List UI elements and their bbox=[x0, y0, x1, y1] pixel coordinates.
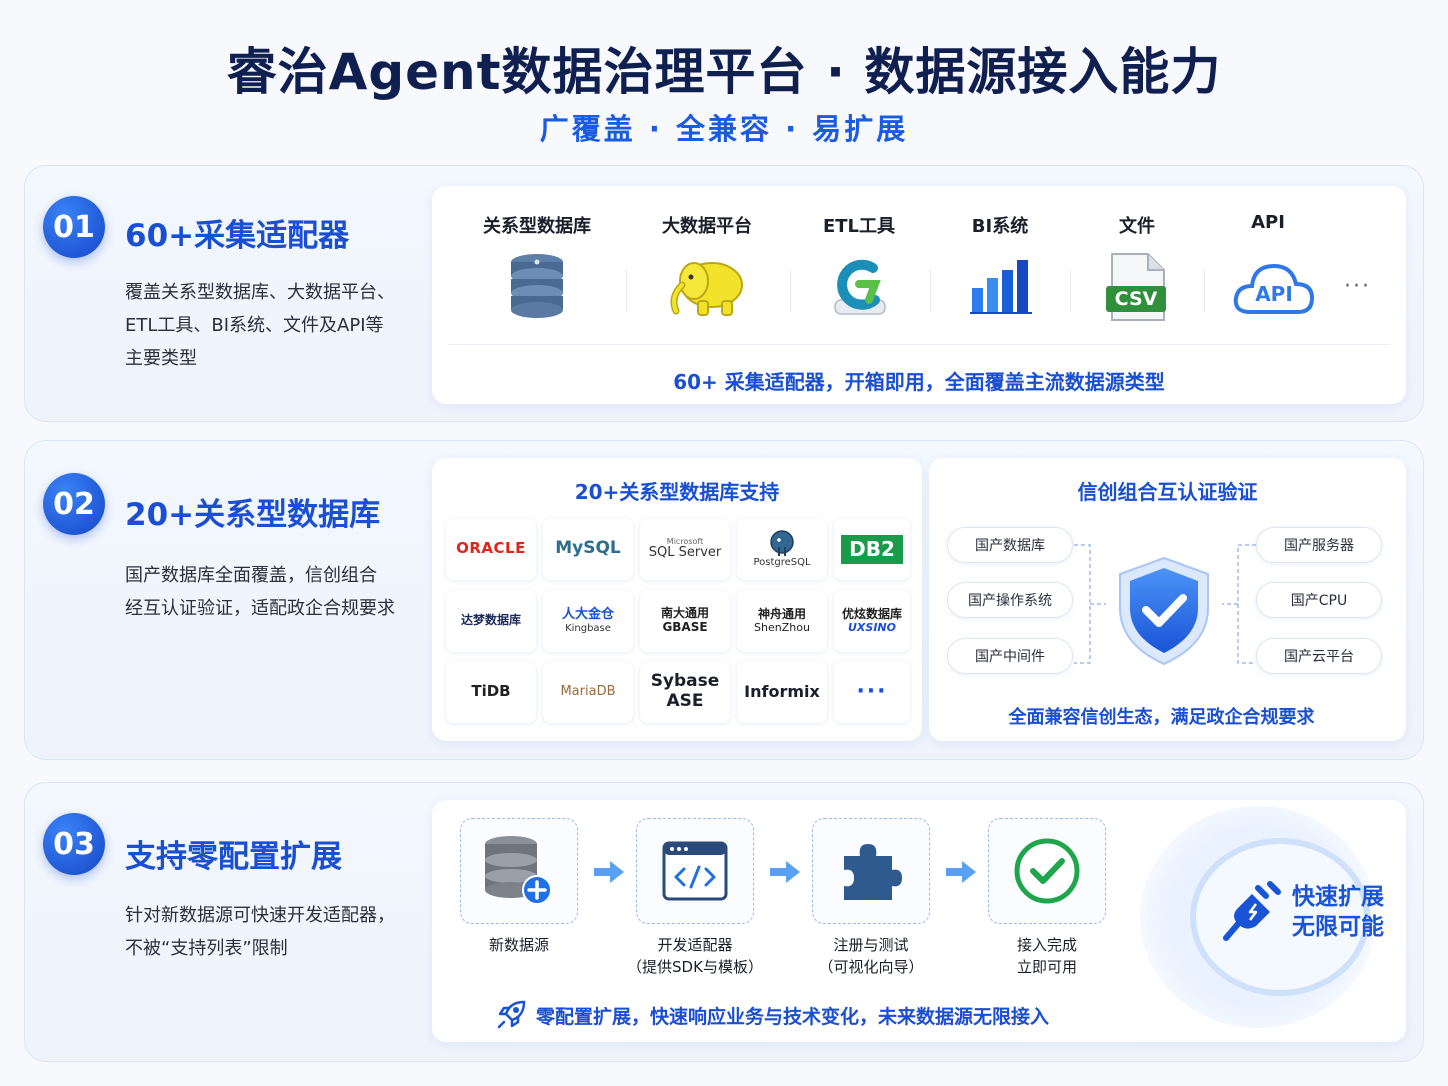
step-label: 新数据源 bbox=[488, 936, 549, 954]
category-label-rdb: 关系型数据库 bbox=[483, 216, 591, 237]
etl-icon bbox=[834, 259, 886, 315]
quick-extension-ring bbox=[1190, 838, 1370, 996]
step-new-datasource bbox=[460, 818, 578, 924]
elephant-icon bbox=[770, 530, 794, 557]
gbase-logo: 南大通用 GBASE bbox=[640, 590, 730, 652]
bar-chart-icon bbox=[970, 260, 1032, 314]
connector-lines bbox=[1074, 544, 1256, 664]
divider bbox=[790, 270, 791, 312]
plug-icon bbox=[1223, 881, 1281, 941]
pill-domestic-os: 国产操作系统 bbox=[947, 582, 1073, 618]
divider bbox=[930, 270, 931, 312]
pill-domestic-server: 国产服务器 bbox=[1256, 527, 1382, 563]
arrow-right-icon bbox=[594, 861, 624, 883]
mysql-logo: MySQL bbox=[543, 518, 633, 580]
kingbase-logo: 人大金仓 Kingbase bbox=[543, 590, 633, 652]
step-develop-adapter bbox=[636, 818, 754, 924]
divider bbox=[1204, 270, 1205, 312]
more-databases-icon: ··· bbox=[834, 661, 910, 723]
category-label-etl: ETL工具 bbox=[822, 216, 896, 237]
divider bbox=[1070, 270, 1071, 312]
section-title: 20+关系型数据库 bbox=[125, 497, 381, 533]
postgresql-logo: PostgreSQL bbox=[737, 518, 827, 580]
sqlserver-logo: Microsoft SQL Server bbox=[640, 518, 730, 580]
section-title: 60+采集适配器 bbox=[125, 218, 350, 254]
step-label: 注册与测试 （可视化向导） bbox=[818, 936, 924, 976]
rocket-icon bbox=[497, 1000, 526, 1029]
step-label: 接入完成 立即可用 bbox=[1016, 936, 1077, 976]
hadoop-elephant-icon bbox=[670, 262, 743, 316]
section-description: 针对新数据源可快速开发适配器， 不被“支持列表”限制 bbox=[125, 905, 395, 959]
step-label: 开发适配器 （提供SDK与模板） bbox=[627, 936, 763, 976]
pill-domestic-cpu: 国产CPU bbox=[1256, 582, 1382, 618]
csv-label: CSV bbox=[1114, 288, 1158, 310]
mariadb-logo: MariaDB bbox=[543, 661, 633, 723]
section-number-badge: 03 bbox=[43, 813, 105, 875]
check-circle-icon bbox=[1014, 838, 1080, 904]
section-description: 覆盖关系型数据库、大数据平台、 ETL工具、BI系统、文件及API等 主要类型 bbox=[125, 282, 395, 369]
divider bbox=[448, 344, 1390, 345]
category-label-bi: BI系统 bbox=[971, 216, 1029, 237]
pill-domestic-cloud: 国产云平台 bbox=[1256, 638, 1382, 674]
tidb-logo: TiDB bbox=[446, 661, 536, 723]
section-number-badge: 02 bbox=[43, 473, 105, 535]
uxsino-logo: 优炫数据库 UXSINO bbox=[834, 590, 910, 652]
dameng-logo: 达梦数据库 bbox=[446, 590, 536, 652]
step-access-complete bbox=[988, 818, 1106, 924]
arrow-right-icon bbox=[770, 861, 800, 883]
divider bbox=[626, 270, 627, 312]
extension-caption: 零配置扩展，快速响应业务与技术变化，未来数据源无限接入 bbox=[536, 1006, 1050, 1028]
api-cloud-icon bbox=[1233, 263, 1315, 314]
category-label-bigdata: 大数据平台 bbox=[662, 216, 752, 237]
csv-file-icon bbox=[1106, 253, 1166, 321]
puzzle-icon bbox=[844, 844, 902, 900]
pill-domestic-middleware: 国产中间件 bbox=[947, 638, 1073, 674]
page-subtitle: 广覆盖 · 全兼容 · 易扩展 bbox=[539, 112, 909, 146]
step-register-test bbox=[812, 818, 930, 924]
database-card-title: 20+关系型数据库支持 bbox=[574, 480, 780, 504]
db2-logo: DB2 bbox=[834, 518, 910, 580]
informix-logo: Informix bbox=[737, 661, 827, 723]
sybase-logo: Sybase ASE bbox=[640, 661, 730, 723]
api-label: API bbox=[1255, 282, 1293, 306]
section-description: 国产数据库全面覆盖，信创组合 经互认证验证，适配政企合规要求 bbox=[125, 565, 395, 619]
adapters-caption: 60+ 采集适配器，开箱即用，全面覆盖主流数据源类型 bbox=[673, 370, 1165, 394]
page-title: 睿治Agent数据治理平台 · 数据源接入能力 bbox=[226, 43, 1222, 101]
oracle-logo: ORACLE bbox=[446, 518, 536, 580]
section-number-badge: 01 bbox=[43, 196, 105, 258]
pill-domestic-database: 国产数据库 bbox=[947, 527, 1073, 563]
new-database-icon bbox=[485, 836, 552, 905]
database-icon bbox=[511, 254, 563, 318]
shield-check-icon bbox=[1119, 556, 1209, 666]
category-label-file: 文件 bbox=[1119, 216, 1155, 237]
code-window-icon bbox=[662, 841, 728, 901]
xinchuang-caption: 全面兼容信创生态，满足政企合规要求 bbox=[1008, 707, 1315, 728]
arrow-right-icon bbox=[946, 861, 976, 883]
category-label-api: API bbox=[1251, 212, 1285, 233]
quick-extension-text: 快速扩展 无限可能 bbox=[1292, 884, 1384, 940]
more-categories-icon: ··· bbox=[1344, 274, 1371, 299]
section-title: 支持零配置扩展 bbox=[125, 839, 342, 875]
xinchuang-card-title: 信创组合互认证验证 bbox=[1077, 480, 1258, 504]
shenzhou-logo: 神舟通用 ShenZhou bbox=[737, 590, 827, 652]
